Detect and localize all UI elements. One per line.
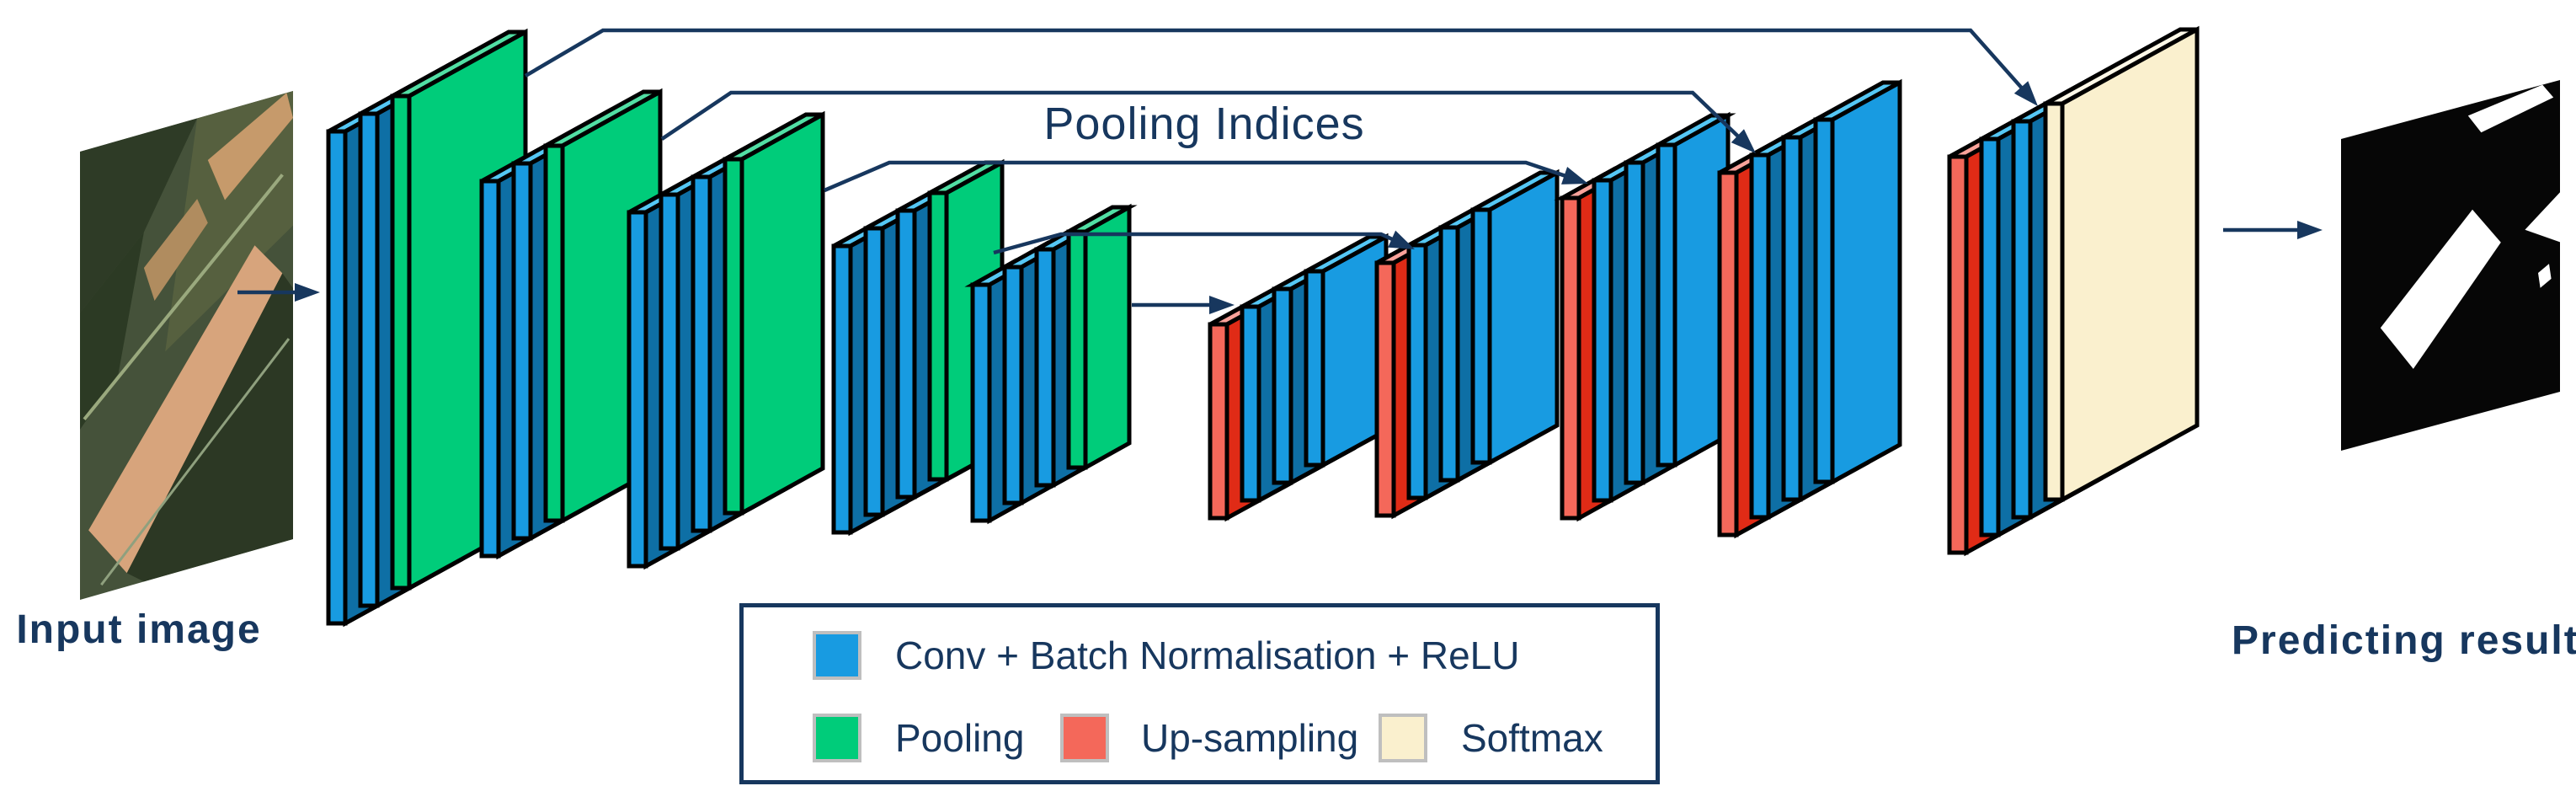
predicting-result-label: Predicting result [2232, 618, 2576, 663]
decoder-stack-4-slab-blue-4 [1813, 78, 1902, 486]
decoder-stack-4 [1717, 78, 1902, 539]
legend-swatch-softmax [1379, 714, 1427, 762]
legend-label-conv: Conv + Batch Normalisation + ReLU [895, 634, 1520, 677]
legend-label-pooling: Pooling [895, 716, 1025, 760]
legend-swatch-pooling [813, 714, 861, 762]
legend-label-softmax: Softmax [1461, 716, 1603, 760]
legend-swatch-upsampling [1060, 714, 1109, 762]
encoder-stack-4 [831, 158, 1005, 537]
legend-swatch-conv [813, 631, 861, 680]
encoder-stack-3 [627, 110, 825, 570]
decoder-stack-2 [1374, 168, 1560, 520]
encoder-stack-3-slab-green-4 [723, 110, 825, 517]
arrow-bottleneck [1132, 296, 1235, 314]
encoder-stack-2 [479, 88, 663, 560]
decoder-stack-3 [1554, 111, 1736, 522]
predicting-result-thumbnail [2341, 80, 2560, 451]
arrow-input [237, 283, 320, 302]
arrow-output [2223, 221, 2323, 239]
legend-box: Conv + Batch Normalisation + ReLU Poolin… [739, 603, 1660, 784]
decoder-stack-2-slab-blue-4 [1470, 168, 1560, 467]
skip-enc2-dec4 [660, 90, 1756, 153]
input-image-label: Input image [16, 607, 262, 652]
decoder-stack-5 [1947, 25, 2200, 557]
skip-enc4-dec2 [993, 230, 1415, 255]
decoder-stack-1-slab-blue-4 [1304, 233, 1389, 469]
encoder-stack-5-slab-green-4 [1060, 203, 1138, 472]
skip-enc1-dec5 [524, 28, 2038, 106]
encoder-stack-1 [326, 28, 528, 628]
decoder-stack-1 [1208, 233, 1389, 522]
decoder-stack-5-slab-cream-4 [2043, 25, 2200, 504]
encoder-stack-5 [964, 203, 1138, 525]
skip-enc3-dec3 [824, 160, 1588, 193]
pooling-indices-label: Pooling Indices [1043, 99, 1365, 149]
input-image-thumbnail [80, 91, 293, 600]
legend-label-upsampling: Up-sampling [1141, 716, 1359, 760]
